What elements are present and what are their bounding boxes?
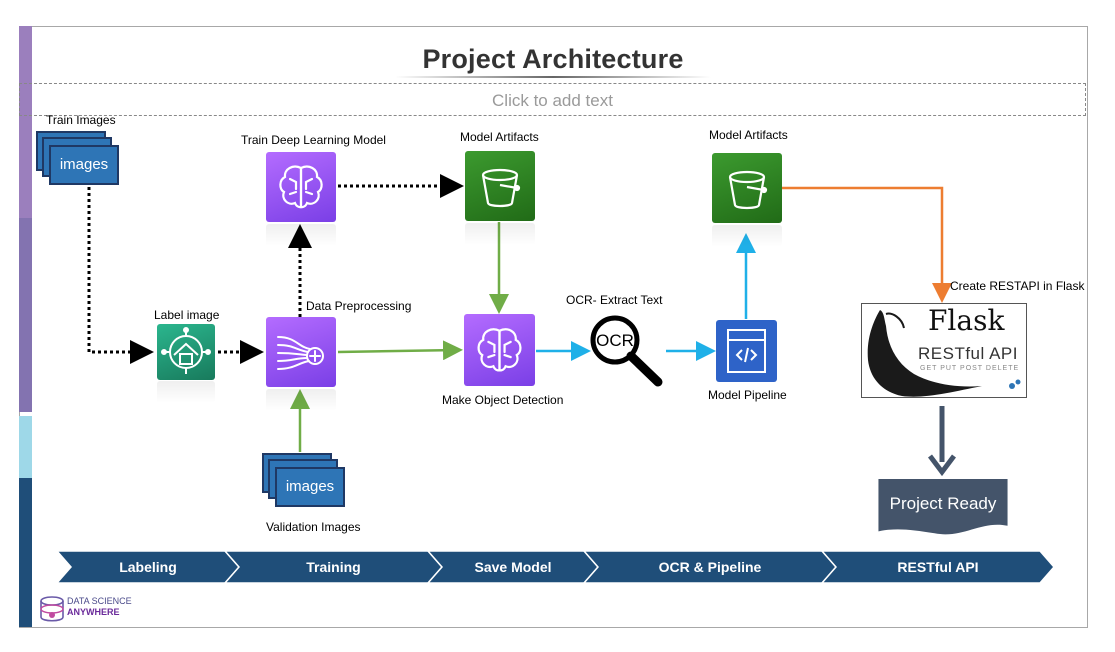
preprocess-reflection	[266, 389, 336, 411]
label-ocr-extract: OCR- Extract Text	[566, 293, 663, 307]
ocr-text: OCR	[596, 331, 634, 350]
sidebar-color-band	[19, 26, 32, 627]
train-images-text: images	[49, 145, 119, 185]
label-label-image: Label image	[154, 308, 220, 322]
label-data-preprocessing: Data Preprocessing	[306, 299, 412, 313]
sidebar-band-purple	[19, 26, 32, 218]
label-make-detection: Make Object Detection	[442, 393, 564, 407]
s3-bucket-icon	[465, 151, 535, 221]
data-wrangler-icon	[266, 317, 336, 387]
label-model-artifacts-2: Model Artifacts	[709, 128, 788, 142]
page-title: Project Architecture	[422, 44, 684, 74]
add-text-placeholder[interactable]: Click to add text	[19, 83, 1086, 116]
code-pipeline-icon	[716, 320, 777, 382]
label-train-images: Train Images	[46, 113, 116, 127]
stage-label-ocr-pipeline: OCR & Pipeline	[658, 559, 762, 575]
stage-label-training: Training	[306, 559, 361, 575]
artifacts-2-reflection	[712, 225, 782, 247]
label-model-pipeline: Model Pipeline	[708, 388, 787, 402]
ground-truth-labeling-icon	[157, 324, 215, 380]
train-images-stack: images	[36, 131, 126, 191]
stage-label-labeling: Labeling	[119, 559, 177, 575]
project-ready-text: Project Ready	[889, 494, 997, 513]
flask-verbs: GET PUT POST DELETE	[920, 365, 1020, 372]
logo-line2: ANYWHERE	[67, 607, 120, 617]
logo-line1: DATA SCIENCE	[67, 596, 132, 606]
label-create-restapi: Create RESTAPI in Flask	[950, 279, 1085, 293]
flask-restful-logo: Flask RESTful API GET PUT POST DELETE	[861, 303, 1027, 398]
detection-brain-icon	[464, 314, 535, 386]
flask-horn-icon	[867, 310, 1021, 397]
magnifier-ocr-icon: OCR	[590, 315, 663, 387]
train-model-brain-icon	[266, 152, 336, 222]
sidebar-band-lightblue	[19, 416, 32, 478]
s3-bucket-icon	[712, 153, 782, 223]
sidebar-band-navy	[19, 478, 32, 627]
flask-subtitle: RESTful API	[918, 344, 1018, 363]
sidebar-band-violet	[19, 218, 32, 412]
artifacts-1-reflection	[465, 223, 535, 245]
project-ready-shape	[878, 479, 1008, 535]
train-model-reflection	[266, 224, 336, 246]
validation-images-text: images	[275, 467, 345, 507]
label-train-model: Train Deep Learning Model	[241, 133, 386, 147]
label-model-artifacts-1: Model Artifacts	[460, 130, 539, 144]
stage-label-restful-api: RESTful API	[897, 559, 979, 575]
data-science-anywhere-logo-icon	[40, 596, 64, 622]
label-validation-images: Validation Images	[266, 520, 361, 534]
validation-images-stack: images	[262, 453, 352, 513]
title-underline	[395, 76, 711, 78]
flask-title: Flask	[928, 304, 1005, 337]
label-image-reflection	[157, 381, 215, 403]
stage-label-save-model: Save Model	[474, 559, 552, 575]
